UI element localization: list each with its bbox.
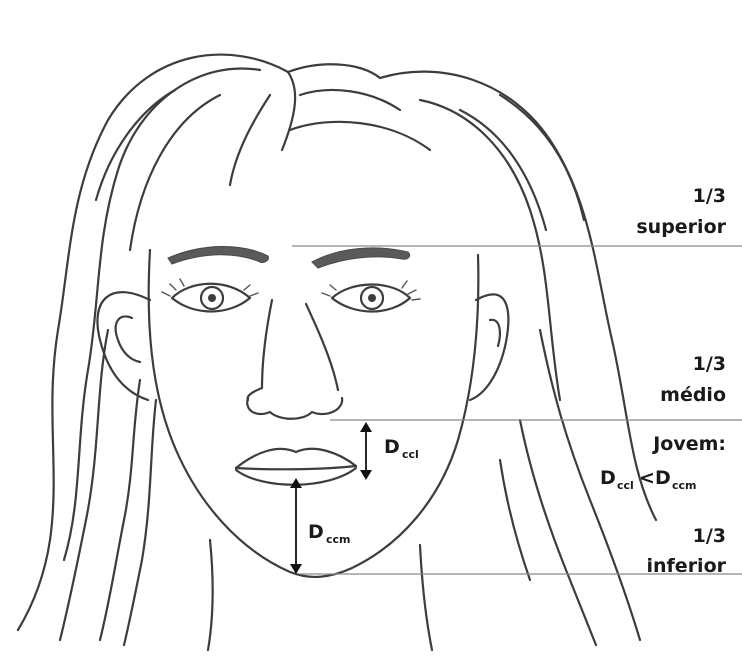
d-ccm-arrow (290, 478, 302, 574)
comparison-d-left: D (600, 467, 616, 489)
comparison-ccl-sub: ccl (617, 479, 634, 492)
d-ccm-label: D ccm (308, 521, 351, 546)
left-eye (162, 279, 258, 312)
lower-third-name: inferior (647, 555, 727, 577)
ears (97, 292, 508, 400)
lower-third-fraction: 1/3 (693, 525, 726, 547)
comparison-d-right: D (655, 467, 671, 489)
comparison-less-than: < (639, 467, 655, 489)
left-eyebrow (168, 246, 268, 264)
d-ccl-letter: D (384, 436, 400, 458)
comparison-ccm-sub: ccm (672, 479, 697, 492)
d-ccm-letter: D (308, 521, 324, 543)
d-ccm-sub: ccm (326, 533, 351, 546)
d-ccl-label: D ccl (384, 436, 419, 461)
nose (247, 300, 342, 419)
young-label: Jovem: (651, 433, 726, 455)
middle-third-fraction: 1/3 (693, 353, 726, 375)
third-guide-lines (292, 246, 742, 574)
d-ccl-arrow (360, 422, 372, 480)
right-eyebrow (312, 248, 410, 268)
upper-third-name: superior (636, 216, 726, 238)
right-eye (322, 281, 420, 312)
d-ccl-sub: ccl (402, 448, 419, 461)
young-comparison: D ccl < D ccm (600, 467, 697, 492)
hair-strands (18, 55, 656, 650)
middle-third-name: médio (660, 384, 726, 406)
upper-third-fraction: 1/3 (693, 185, 726, 207)
